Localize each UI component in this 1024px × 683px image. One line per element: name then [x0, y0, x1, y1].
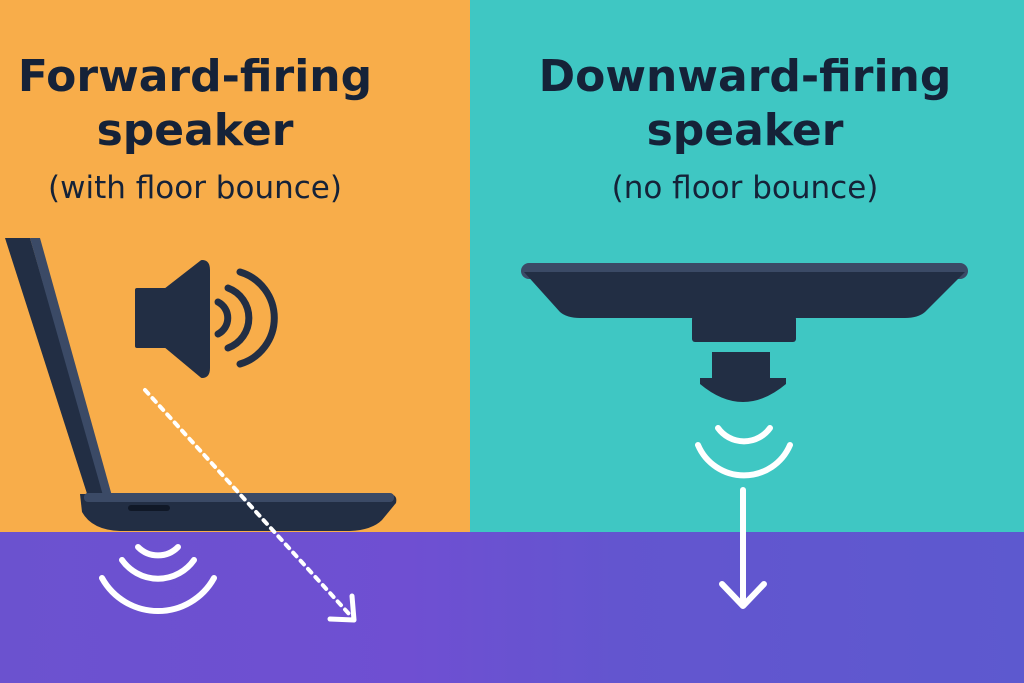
reflected-sound-path-arrow — [143, 388, 357, 623]
left-subtitle: (with floor bounce) — [48, 170, 342, 206]
sound-waves-icon — [695, 425, 793, 479]
left-title: Forward-firing speaker — [0, 50, 390, 158]
tv-device-icon — [521, 263, 968, 342]
right-subtitle: (no floor bounce) — [611, 170, 879, 206]
speaker-volume-icon — [135, 260, 278, 378]
left-title-line1: Forward-firing — [17, 51, 373, 102]
laptop-icon — [5, 238, 397, 531]
downward-speaker-icon — [700, 352, 786, 402]
right-title: Downward-firing speaker — [520, 50, 970, 158]
left-title-line2: speaker — [96, 105, 294, 156]
down-arrow-icon — [719, 487, 767, 609]
right-title-line2: speaker — [646, 105, 844, 156]
laptop-speaker-grille — [128, 505, 170, 511]
right-title-line1: Downward-firing — [538, 51, 952, 102]
tv-stand — [692, 316, 796, 342]
floor-sound-waves-icon — [99, 544, 217, 614]
